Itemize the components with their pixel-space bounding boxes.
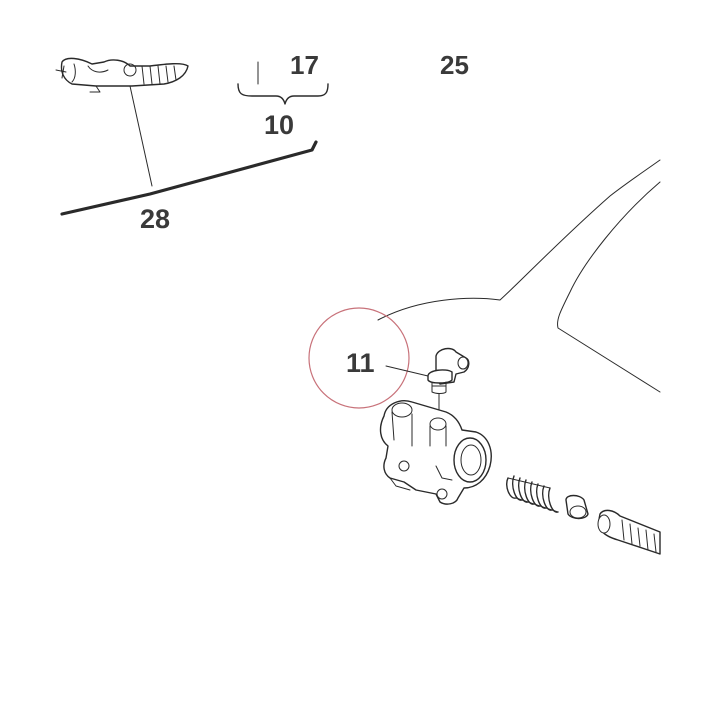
- return-spring: [506, 475, 559, 513]
- pedal-bracket-part: [55, 57, 189, 93]
- cylinder-body: [379, 400, 492, 505]
- bracket-10: [237, 61, 329, 105]
- span-bar-28: [60, 140, 318, 216]
- leader-line-28: [129, 85, 153, 187]
- leader-line-11: [385, 365, 429, 377]
- label-25: 25: [440, 50, 469, 80]
- body-outline: [377, 159, 661, 393]
- piston-seal: [565, 494, 589, 520]
- label-10: 10: [264, 110, 294, 140]
- highlight-circle-11: [308, 307, 410, 409]
- label-28: 28: [140, 204, 170, 234]
- push-rod: [597, 509, 661, 555]
- bleed-fitting-part-11: [427, 347, 470, 419]
- label-17: 17: [290, 50, 319, 80]
- label-11: 11: [346, 348, 375, 378]
